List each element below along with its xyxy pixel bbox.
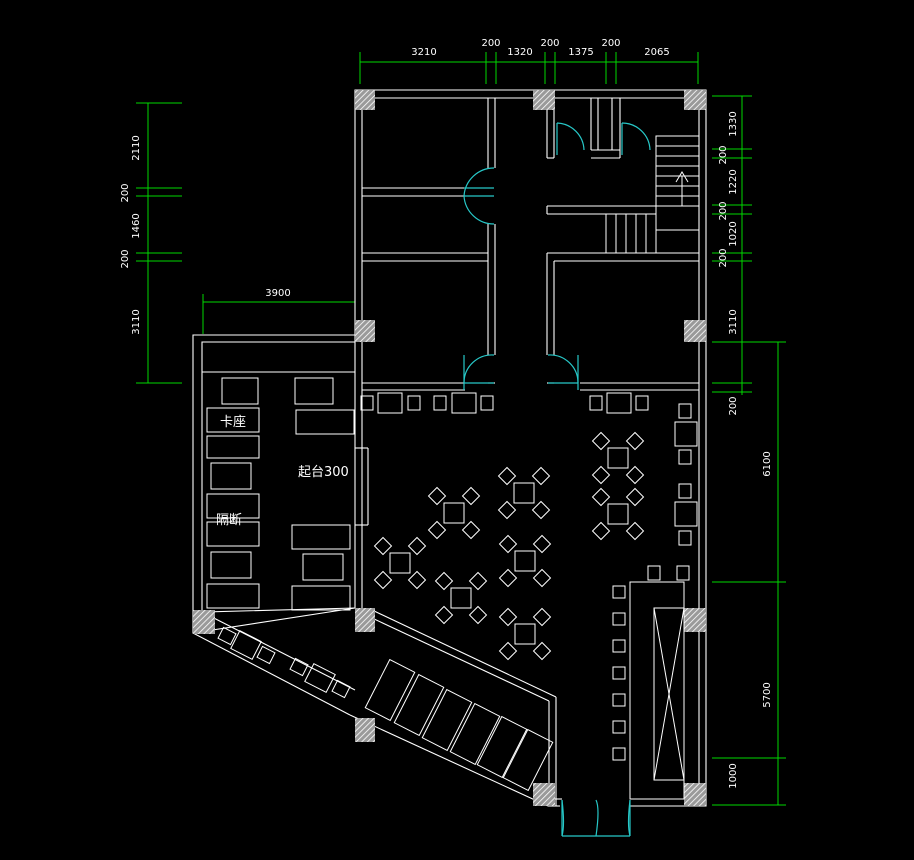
dim-right-1: 1330: [728, 111, 739, 136]
dim-left-3: 1460: [131, 213, 142, 238]
wall-stools: [360, 392, 698, 581]
dim-right-4: 200: [718, 201, 729, 220]
structural-columns: [193, 90, 706, 806]
left-dimension-line: [136, 102, 182, 384]
dim-top-2: 200: [481, 38, 500, 49]
dim-top-7: 2065: [644, 47, 669, 58]
interior-walls: [202, 98, 699, 526]
dim-left-1: 2110: [131, 135, 142, 160]
dim-left-2: 200: [120, 183, 131, 202]
left-booth-seating: [206, 377, 355, 611]
bar-counter: [612, 581, 685, 800]
dim-3900: 3900: [265, 288, 290, 299]
label-booth: 卡座: [220, 415, 246, 430]
dim-far-right-2: 5700: [762, 682, 773, 707]
right-dimension-line: [712, 95, 752, 395]
dim-far-right-1: 6100: [762, 451, 773, 476]
dim-left-4: 200: [120, 249, 131, 268]
staircase: [605, 135, 700, 253]
dining-tables: [375, 433, 644, 660]
exterior-walls: [192, 89, 707, 807]
dim-top-3: 1320: [507, 47, 532, 58]
dim-top-4: 200: [540, 38, 559, 49]
label-raised-platform: 起台300: [298, 465, 349, 480]
dim-right-6: 200: [718, 248, 729, 267]
dim-far-right-3: 1000: [728, 763, 739, 788]
diagonal-window-seating: [217, 626, 554, 792]
doors: [463, 122, 651, 837]
dim-top-5: 1375: [568, 47, 593, 58]
top-dimension-line: [359, 52, 699, 84]
dim-right-7: 3110: [728, 309, 739, 334]
dim-right-2: 200: [718, 145, 729, 164]
dim-left-5: 3110: [131, 309, 142, 334]
dimension-line-3900: [202, 294, 356, 334]
dim-right-5: 1020: [728, 221, 739, 246]
label-partition: 隔断: [216, 513, 242, 528]
far-right-dimension-line: [712, 341, 786, 806]
dim-top-1: 3210: [411, 47, 436, 58]
dim-right-3: 1220: [728, 169, 739, 194]
dim-top-6: 200: [601, 38, 620, 49]
dim-right-8: 200: [728, 396, 739, 415]
